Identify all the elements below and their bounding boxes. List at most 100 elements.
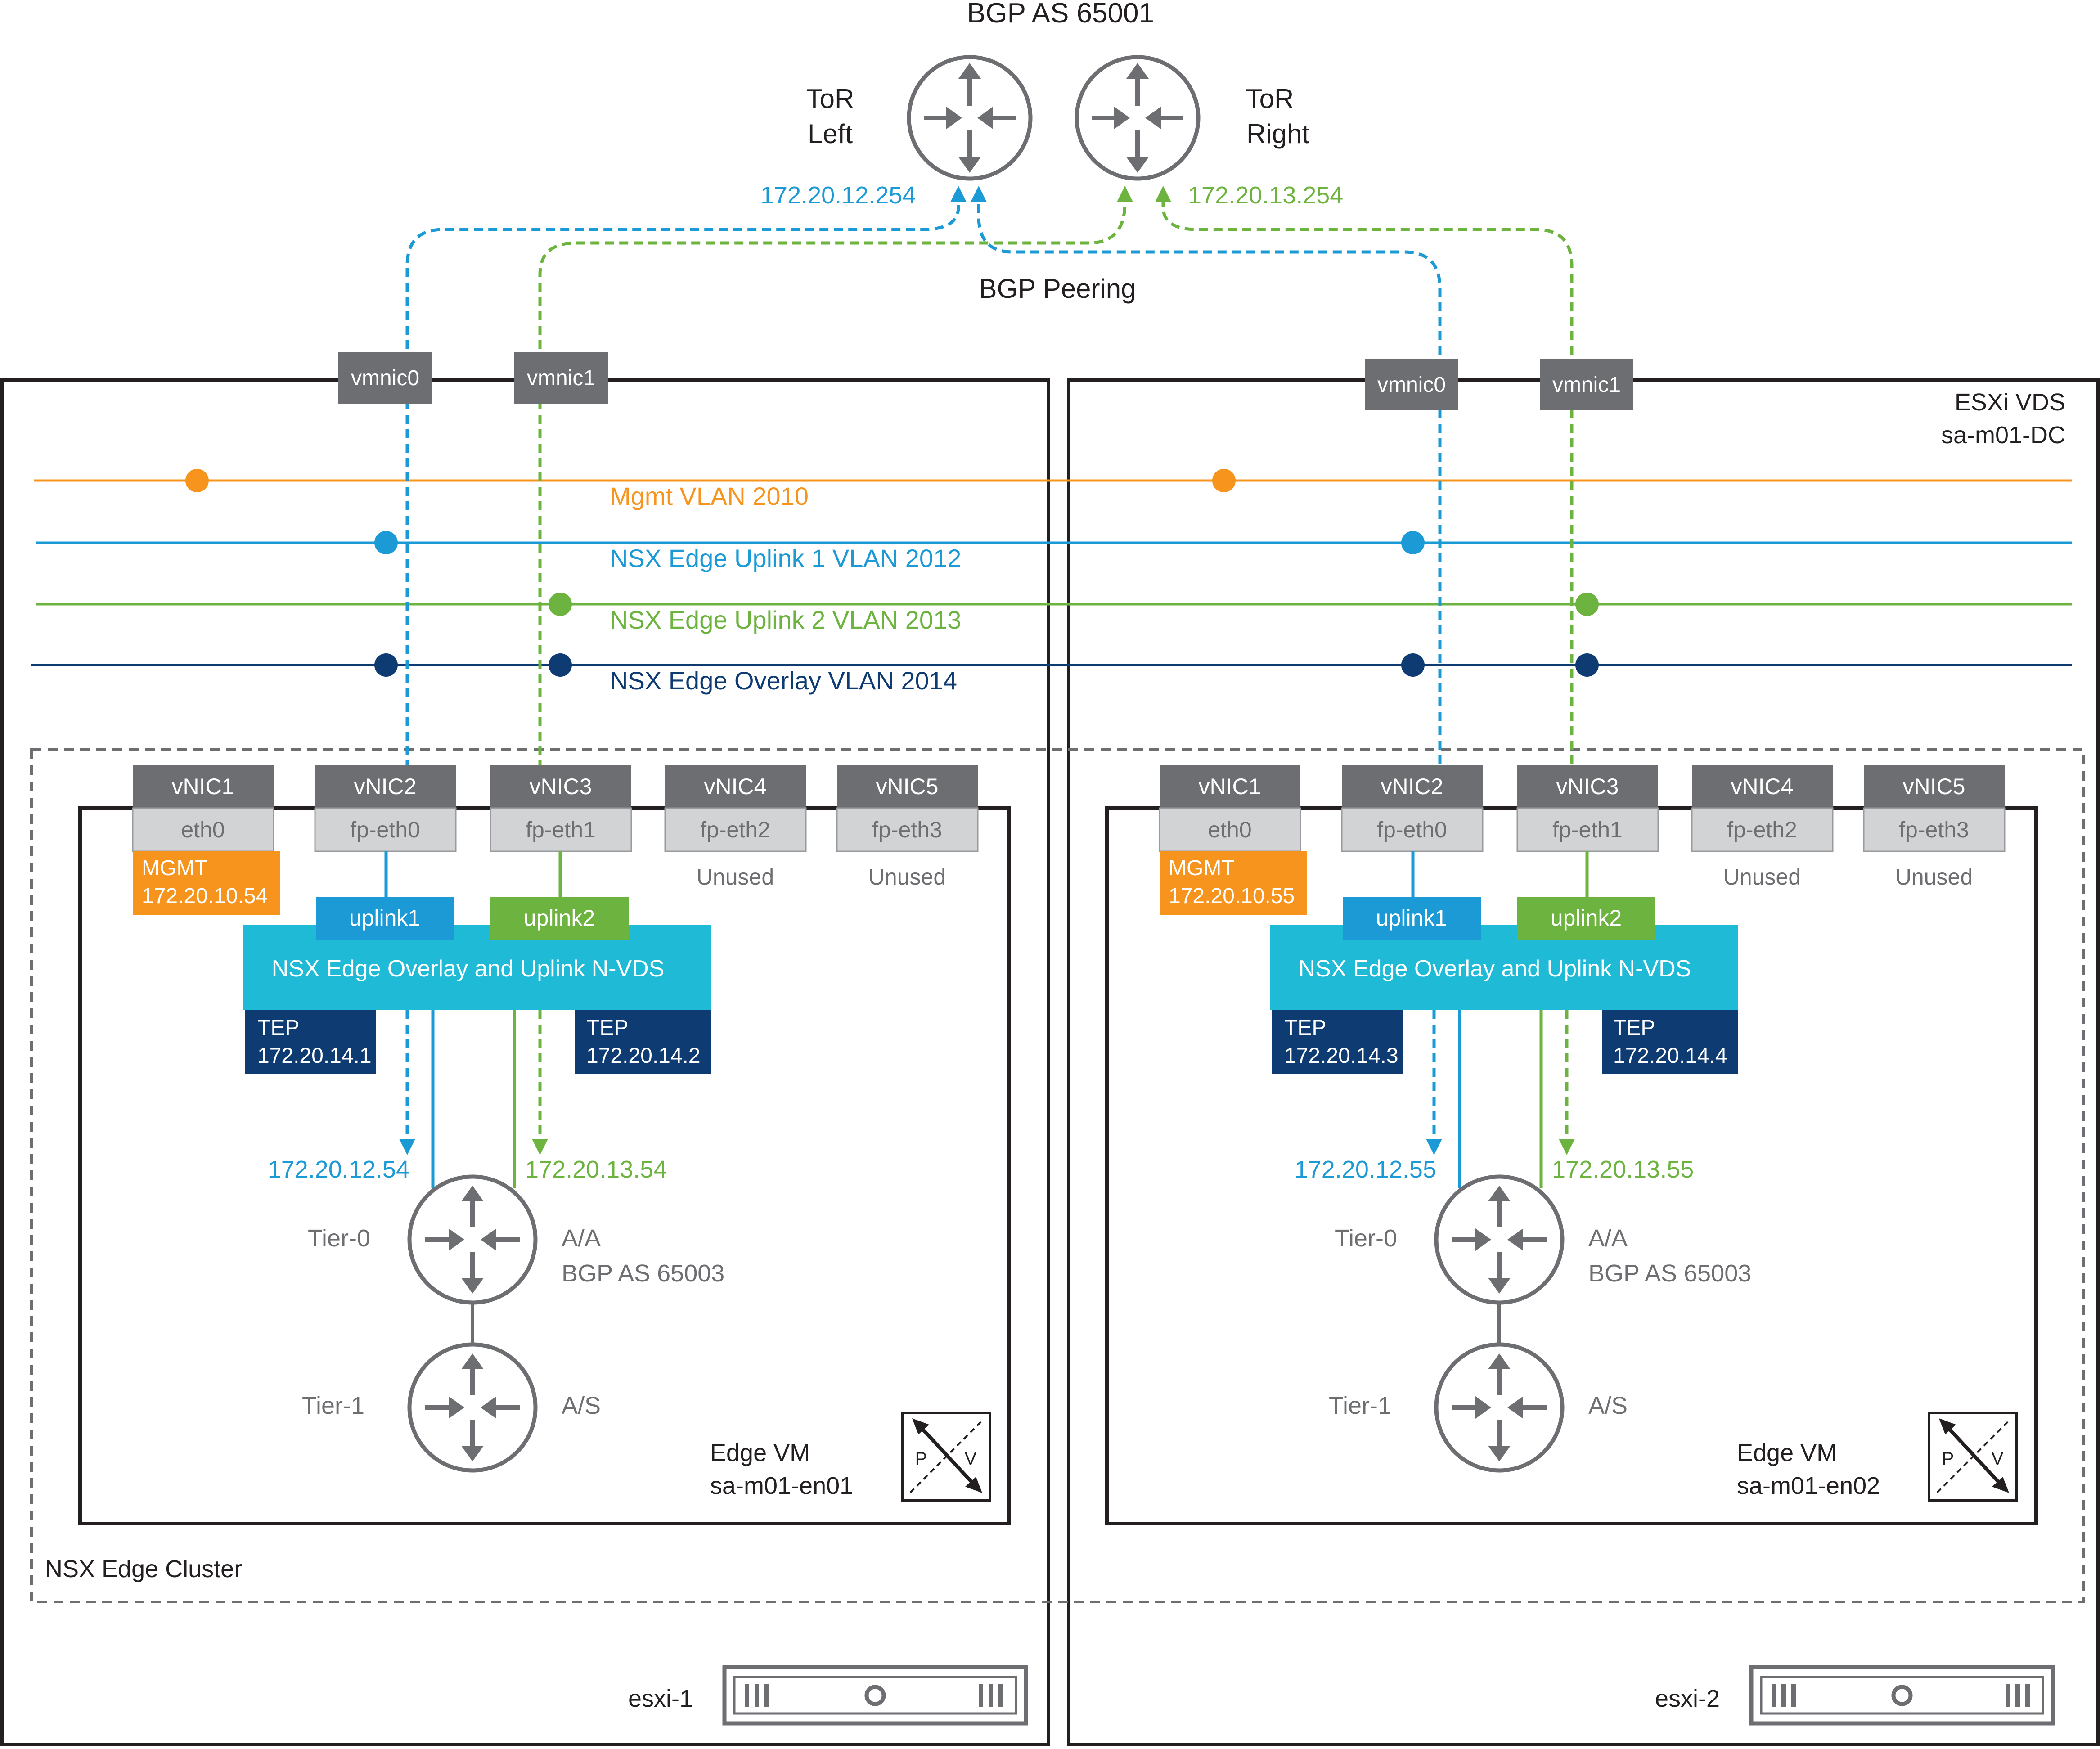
edge-vm-group-esxi-2: vNIC1eth0vNIC2fp-eth0vNIC3fp-eth1vNIC4fp… bbox=[1105, 765, 2055, 1726]
host-box-esxi-1 bbox=[0, 378, 1050, 1746]
esxi2-vnic1-iface: eth0 bbox=[1208, 817, 1251, 842]
esxi1-vmnic1-label: vmnic1 bbox=[527, 366, 595, 390]
esxi1-pv-icon-p: P bbox=[915, 1449, 927, 1469]
vds-label-line2: sa-m01-DC bbox=[1941, 422, 2065, 449]
esxi1-nvds-label: NSX Edge Overlay and Uplink N-VDS bbox=[272, 956, 665, 982]
esxi1-vnic3-name: vNIC3 bbox=[530, 774, 592, 799]
esxi1-uplink2-ip: 172.20.13.54 bbox=[525, 1156, 667, 1183]
tor-right-label-line2: Right bbox=[1246, 119, 1309, 149]
esxi2-vnic2-name: vNIC2 bbox=[1381, 774, 1443, 799]
esxi1-mgmt-box bbox=[133, 851, 280, 915]
esxi2-mgmt-ip: 172.20.10.55 bbox=[1169, 884, 1295, 908]
esxi1-tier0-label: Tier-0 bbox=[308, 1225, 370, 1252]
esxi2-tier0-label: Tier-0 bbox=[1335, 1225, 1397, 1252]
esxi1-edge-vm-label: Edge VM bbox=[710, 1439, 810, 1466]
esxi2-vmnic1-box: vmnic1 bbox=[1540, 359, 1633, 410]
tor-left-label-line1: ToR bbox=[806, 84, 854, 114]
esxi1-tier1-label: Tier-1 bbox=[302, 1392, 364, 1419]
tor-left-router-icon bbox=[907, 55, 1033, 181]
esxi2-vnic5-iface: fp-eth3 bbox=[1899, 817, 1969, 842]
bgp-as-65001-label: BGP AS 65001 bbox=[967, 0, 1154, 29]
esxi1-tep-a-box bbox=[245, 1010, 376, 1074]
esxi2-tep-b-ip: 172.20.14.4 bbox=[1613, 1044, 1727, 1068]
esxi2-nvds-label: NSX Edge Overlay and Uplink N-VDS bbox=[1299, 956, 1691, 982]
vlan-dot-overlay-esxi1-b bbox=[549, 653, 572, 677]
esxi2-uplink2-label: uplink2 bbox=[1551, 905, 1622, 931]
esxi2-uplink2-ip: 172.20.13.55 bbox=[1552, 1156, 1694, 1183]
esxi1-vnic5-unused: Unused bbox=[868, 864, 946, 890]
esxi1-tep-b-box bbox=[575, 1010, 711, 1074]
peering-path-esxi1-vmnic1 bbox=[538, 186, 1133, 378]
esxi1-tep-a-ip: 172.20.14.1 bbox=[257, 1044, 372, 1068]
esxi2-uplink1-box bbox=[1343, 897, 1481, 940]
vds-label-line1: ESXi VDS bbox=[1955, 389, 2065, 416]
esxi2-host-name: esxi-2 bbox=[1655, 1685, 1720, 1712]
esxi1-host-name: esxi-1 bbox=[628, 1685, 693, 1712]
esxi1-vnic1-name: vNIC1 bbox=[172, 774, 234, 799]
esxi2-tep-a-box bbox=[1272, 1010, 1403, 1074]
esxi2-tier1-router-icon bbox=[1434, 1342, 1565, 1473]
esxi2-tier0-mode: A/A bbox=[1588, 1225, 1628, 1252]
esxi2-tep-b-label: TEP bbox=[1613, 1016, 1655, 1040]
esxi2-edge-vm-label: Edge VM bbox=[1737, 1439, 1837, 1466]
esxi1-pv-icon-v: V bbox=[965, 1449, 977, 1469]
esxi1-uplink1-label: uplink1 bbox=[349, 905, 420, 931]
esxi1-server-icon bbox=[722, 1665, 1028, 1726]
esxi1-tep-b-label: TEP bbox=[586, 1016, 628, 1040]
vlan-dot-overlay-esxi1-a bbox=[374, 653, 398, 677]
esxi2-tep-a-ip: 172.20.14.3 bbox=[1284, 1044, 1399, 1068]
esxi1-edge-vm-name: sa-m01-en01 bbox=[710, 1472, 853, 1499]
esxi1-vmnic0-box: vmnic0 bbox=[338, 352, 432, 404]
esxi1-vnic4-name: vNIC4 bbox=[704, 774, 767, 799]
vlan-label-uplink2: NSX Edge Uplink 2 VLAN 2013 bbox=[610, 606, 961, 634]
vlan-dot-uplink2-esxi1 bbox=[549, 593, 572, 616]
esxi1-tier1-mode: A/S bbox=[562, 1392, 601, 1419]
tor-right-ip: 172.20.13.254 bbox=[1188, 182, 1343, 209]
esxi2-vnic4-iface: fp-eth2 bbox=[1727, 817, 1797, 842]
esxi2-vnic1: vNIC1 eth0 bbox=[1159, 765, 1301, 852]
esxi1-uplink1-box bbox=[316, 897, 454, 940]
vlan-dot-overlay-esxi2-b bbox=[1575, 653, 1599, 677]
esxi1-uplink2-label: uplink2 bbox=[524, 905, 595, 931]
esxi2-tier1-label: Tier-1 bbox=[1329, 1392, 1391, 1419]
esxi2-mgmt-box bbox=[1160, 851, 1307, 915]
esxi2-vnic1-name: vNIC1 bbox=[1199, 774, 1261, 799]
esxi1-vnic5-iface: fp-eth3 bbox=[872, 817, 942, 842]
esxi2-vmnic1-label: vmnic1 bbox=[1552, 373, 1621, 397]
vlan-label-mgmt: Mgmt VLAN 2010 bbox=[610, 482, 809, 510]
esxi2-vnic4-unused: Unused bbox=[1723, 864, 1801, 890]
vlan-dot-uplink1-esxi1 bbox=[374, 531, 398, 554]
vlan-dot-uplink2-esxi2 bbox=[1575, 593, 1599, 616]
tor-right-label-line1: ToR bbox=[1246, 84, 1294, 114]
vlan-label-uplink1: NSX Edge Uplink 1 VLAN 2012 bbox=[610, 544, 961, 572]
tor-left-ip: 172.20.12.254 bbox=[760, 182, 916, 209]
esxi1-vmnic0-label: vmnic0 bbox=[351, 366, 419, 390]
esxi1-vnic1-iface: eth0 bbox=[181, 817, 225, 842]
esxi1-vnic4-unused: Unused bbox=[697, 864, 774, 890]
esxi2-vnic5-unused: Unused bbox=[1895, 864, 1973, 890]
peering-path-esxi1-vmnic0 bbox=[405, 186, 967, 378]
esxi1-mgmt-label: MGMT bbox=[142, 856, 208, 880]
esxi1-vmnic1-box: vmnic1 bbox=[514, 352, 608, 404]
esxi1-vnic3-iface: fp-eth1 bbox=[526, 817, 596, 842]
esxi1-vnic4-iface: fp-eth2 bbox=[700, 817, 770, 842]
esxi2-uplink2-box bbox=[1517, 897, 1655, 940]
esxi1-tier0-router-icon bbox=[407, 1174, 538, 1305]
esxi2-mgmt-label: MGMT bbox=[1169, 856, 1235, 880]
esxi2-tep-a-label: TEP bbox=[1284, 1016, 1326, 1040]
vlan-label-overlay: NSX Edge Overlay VLAN 2014 bbox=[610, 666, 957, 695]
nsx-edge-cluster-box bbox=[30, 748, 2085, 1603]
esxi2-vnic3-name: vNIC3 bbox=[1556, 774, 1619, 799]
esxi2-pv-icon-p: P bbox=[1942, 1449, 1954, 1469]
tor-left-label-line2: Left bbox=[808, 119, 853, 149]
